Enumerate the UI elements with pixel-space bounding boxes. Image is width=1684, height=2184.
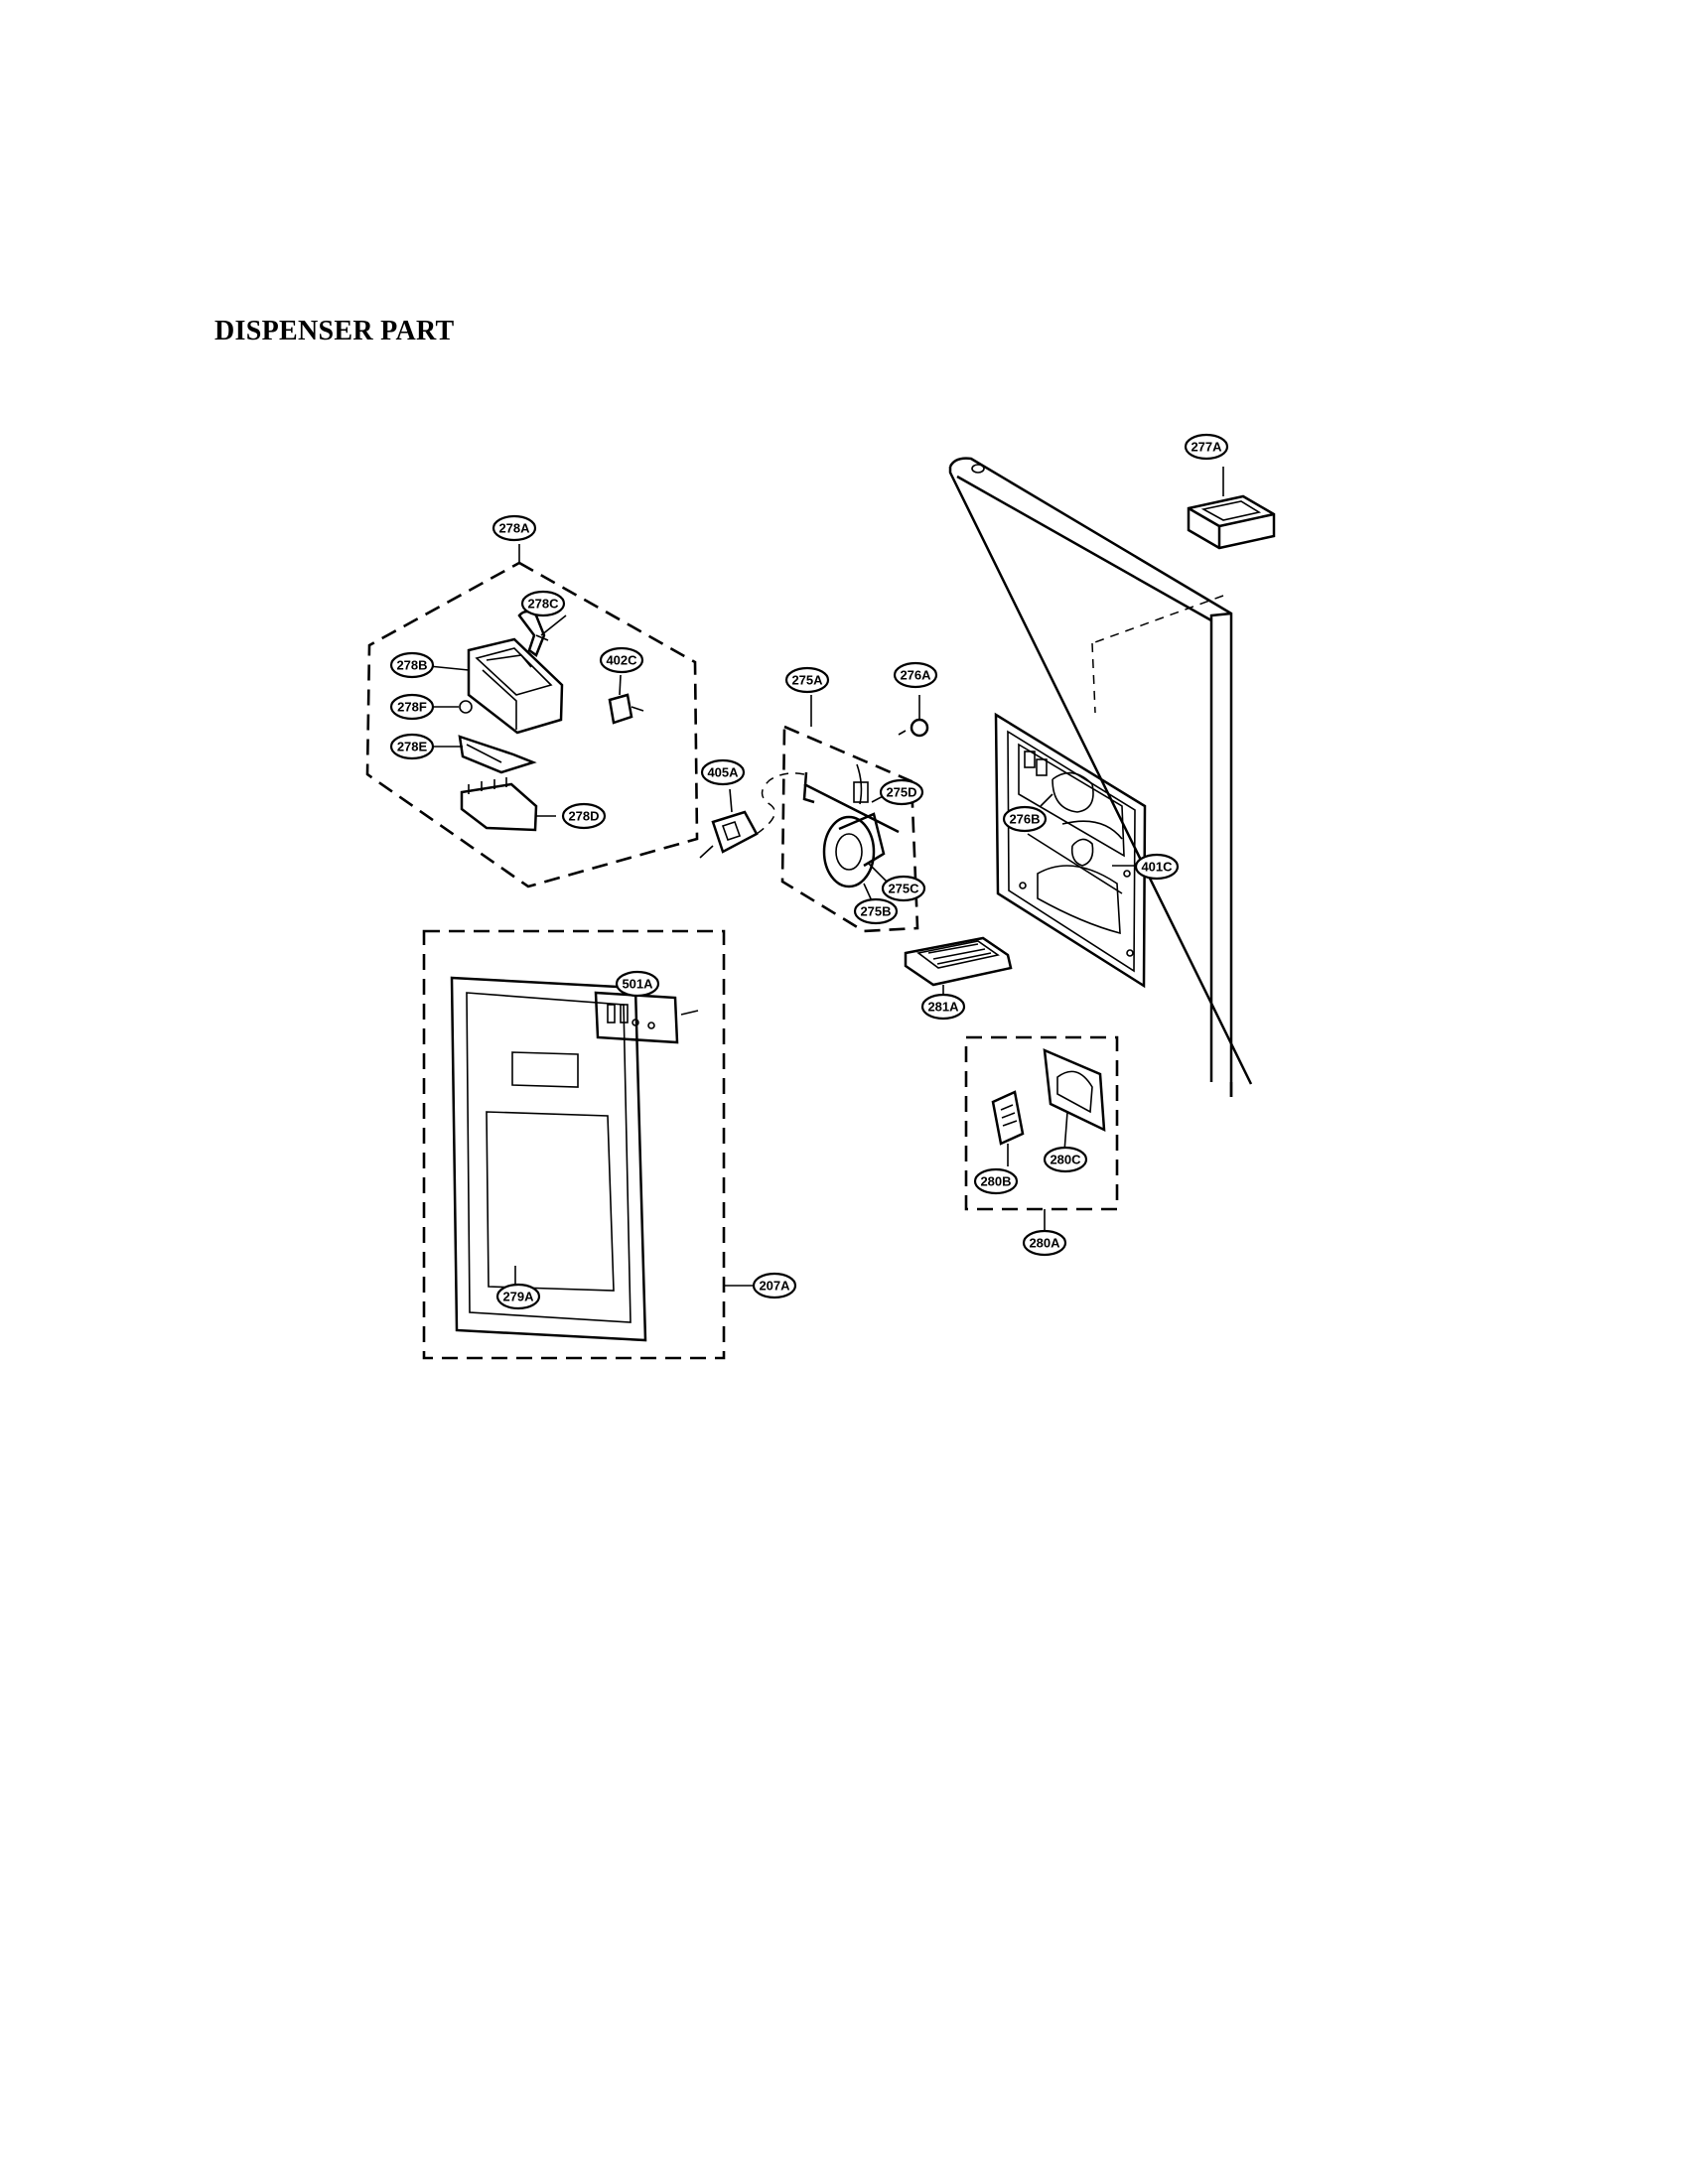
callout-278d: 278D [561, 802, 607, 830]
callout-501a: 501A [615, 970, 660, 998]
callout-278a: 278A [491, 514, 537, 542]
svg-text:278F: 278F [397, 700, 427, 715]
svg-text:278B: 278B [396, 658, 427, 673]
svg-text:401C: 401C [1141, 860, 1173, 875]
callout-207a: 207A [752, 1272, 797, 1299]
part-278a-group [365, 544, 699, 888]
part-275a-group [780, 695, 919, 933]
callout-281a: 281A [920, 993, 966, 1021]
door-panel [948, 457, 1253, 1097]
dispenser-recess-housing [994, 712, 1147, 989]
part-276a-knob [898, 695, 929, 738]
part-281a-drip-tray [904, 936, 1013, 995]
callout-278f: 278F [389, 693, 435, 721]
callout-278e: 278E [389, 733, 435, 760]
svg-text:405A: 405A [707, 765, 739, 780]
callout-278b: 278B [389, 651, 435, 679]
svg-text:280A: 280A [1029, 1236, 1060, 1251]
svg-text:275C: 275C [888, 882, 919, 896]
svg-text:278C: 278C [527, 597, 559, 612]
callout-275d: 275D [879, 778, 924, 806]
callout-276b: 276B [1002, 805, 1048, 833]
part-277a-cap [1187, 467, 1276, 550]
svg-text:280C: 280C [1050, 1153, 1081, 1167]
part-405a-solenoid [699, 772, 805, 859]
svg-text:278D: 278D [568, 809, 599, 824]
callout-277a: 277A [1184, 433, 1229, 461]
callout-275a: 275A [784, 666, 830, 694]
svg-text:277A: 277A [1191, 440, 1222, 455]
part-280a-group [964, 1035, 1119, 1231]
callout-405a: 405A [700, 758, 746, 786]
svg-text:402C: 402C [606, 653, 637, 668]
callout-401c: 401C [1134, 853, 1180, 881]
page-title: DISPENSER PART [214, 316, 455, 346]
leader-276b [1040, 793, 1053, 807]
part-207a-group [422, 929, 755, 1360]
callout-278c: 278C [520, 590, 566, 617]
callout-280a: 280A [1022, 1229, 1067, 1257]
svg-text:275D: 275D [886, 785, 916, 800]
callout-279a: 279A [495, 1283, 541, 1310]
callout-402c: 402C [599, 646, 644, 674]
svg-text:280B: 280B [980, 1174, 1011, 1189]
svg-text:207A: 207A [759, 1279, 790, 1294]
svg-text:281A: 281A [927, 1000, 959, 1015]
svg-text:276B: 276B [1009, 812, 1040, 827]
svg-text:276A: 276A [900, 668, 931, 683]
svg-text:278E: 278E [397, 740, 428, 754]
callout-275c: 275C [881, 875, 926, 902]
svg-text:275B: 275B [860, 904, 891, 919]
svg-text:278A: 278A [498, 521, 530, 536]
callout-276a: 276A [893, 661, 938, 689]
svg-text:275A: 275A [791, 673, 823, 688]
callout-275b: 275B [853, 897, 899, 925]
svg-text:501A: 501A [622, 977, 653, 992]
callout-280c: 280C [1043, 1146, 1088, 1173]
svg-text:279A: 279A [502, 1290, 534, 1304]
callout-280b: 280B [973, 1167, 1019, 1195]
